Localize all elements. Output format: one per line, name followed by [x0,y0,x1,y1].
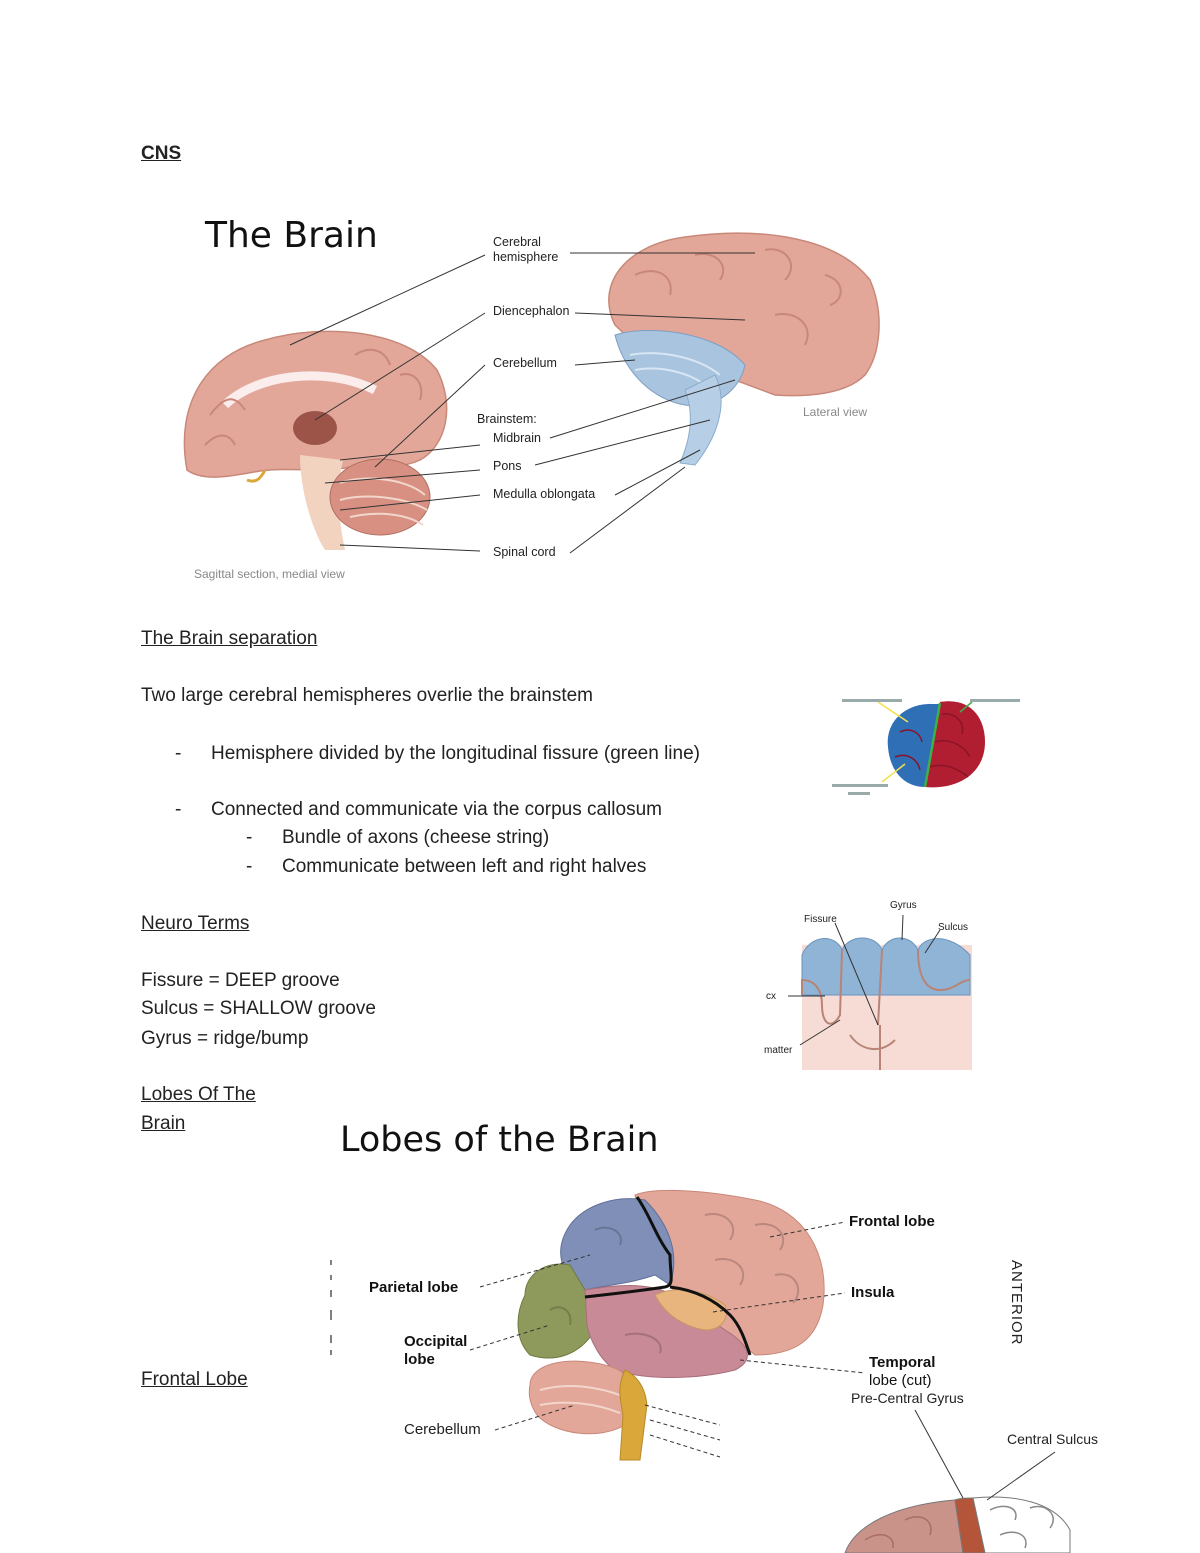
label-occipital-line1: Occipital [404,1333,468,1350]
label-anterior: ANTERIOR [1008,1260,1025,1346]
brain-separation-heading: The Brain separation [141,628,318,649]
brain-illustration [183,232,880,554]
lobes-figure: Lobes of the Brain Frontal lobe Insula P… [325,1115,1035,1465]
label-pons: Pons [493,459,522,473]
precentral-image [844,1409,1071,1553]
label-frontal-lobe: Frontal lobe [849,1213,935,1230]
caption-lateral-view: Lateral view [803,405,868,419]
label-temporal-line1: Temporal [869,1354,936,1371]
term-sulcus: Sulcus = SHALLOW groove [141,998,376,1019]
label-cerebellum: Cerebellum [493,356,557,370]
lobes-heading-line1: Lobes Of The [141,1084,256,1105]
caption-sagittal: Sagittal section, medial view [194,567,345,581]
hemispheres-figure [830,692,1030,802]
label-cerebral-line1: Cerebral [493,235,541,249]
separation-intro: Two large cerebral hemispheres overlie t… [141,685,593,706]
bullet-corpus-callosum: Connected and communicate via the corpus… [211,799,662,820]
label-precentral-gyrus: Pre-Central Gyrus [851,1390,964,1406]
sub-bullet-dash: - [246,827,253,848]
lateral-brain-image [608,232,880,466]
label-cerebral-line2: hemisphere [493,250,559,264]
label-sulcus: Sulcus [938,922,969,933]
brain-figure: The Brain Cerebral hemisphere Diencephal… [175,205,895,590]
hemispheres-image [832,699,1020,795]
gyrus-sulcus-figure: Gyrus Fissure Sulcus cx matter [760,895,975,1075]
label-fissure: Fissure [804,914,837,925]
label-cerebellum-lobes: Cerebellum [404,1421,481,1438]
sagittal-brain-image [183,330,448,550]
lobes-illustration [330,1189,866,1461]
cns-heading: CNS [141,143,182,164]
label-matter-partial: matter [764,1045,793,1056]
cortex-section-image [788,914,972,1070]
label-central-sulcus: Central Sulcus [1007,1431,1099,1447]
label-medulla: Medulla oblongata [493,487,596,501]
term-gyrus: Gyrus = ridge/bump [141,1028,309,1049]
label-insula: Insula [851,1284,895,1301]
neuro-terms-heading: Neuro Terms [141,913,250,934]
label-temporal-line2: lobe (cut) [869,1372,932,1389]
term-fissure: Fissure = DEEP groove [141,970,340,991]
brain-figure-title: The Brain [205,215,378,256]
lobes-heading-line2: Brain [141,1113,186,1134]
sub-bullet-halves: Communicate between left and right halve… [282,856,647,877]
label-gyrus: Gyrus [890,900,917,911]
bullet-dash: - [175,743,182,764]
label-diencephalon: Diencephalon [493,304,570,318]
label-parietal-lobe: Parietal lobe [369,1279,459,1296]
brain-leader-lines [289,252,755,554]
lobes-figure-title: Lobes of the Brain [340,1120,659,1160]
label-spinal-cord: Spinal cord [493,545,556,559]
label-occipital-line2: lobe [404,1351,435,1368]
sub-bullet-dash: - [246,856,253,877]
label-midbrain: Midbrain [493,431,541,445]
precentral-figure: Pre-Central Gyrus Central Sulcus [844,1390,1110,1553]
sub-bullet-axons: Bundle of axons (cheese string) [282,827,550,848]
diencephalon-shape [293,411,337,445]
label-cortex-partial: cx [766,991,776,1002]
frontal-lobe-heading: Frontal Lobe [141,1369,248,1390]
bullet-longitudinal-fissure: Hemisphere divided by the longitudinal f… [211,743,700,764]
bullet-dash: - [175,799,182,820]
label-brainstem: Brainstem: [477,412,537,426]
